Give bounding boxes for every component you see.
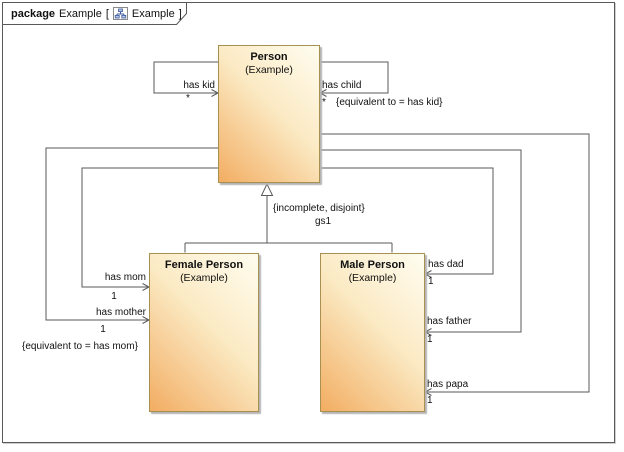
class-stereotype: (Example) [348, 272, 397, 284]
bracket-close: ] [178, 7, 182, 20]
class-title: Female Person [164, 259, 244, 271]
generalization-tree[interactable] [184, 182, 393, 253]
class-title: Person [250, 51, 288, 63]
generalization-triangle-icon [260, 182, 274, 196]
association-label-has-father[interactable]: has father [427, 316, 472, 327]
multiplicity-has-kid: * [186, 93, 190, 104]
association-has-mother-line[interactable] [45, 147, 218, 324]
package-tab[interactable]: package Example [ Example ] [11, 7, 182, 20]
class-stereotype: (Example) [180, 272, 228, 284]
class-box-person[interactable]: Person (Example) [218, 45, 320, 183]
association-has-papa-line[interactable] [320, 133, 590, 396]
package-tab-outline [3, 3, 187, 25]
class-box-female-person[interactable]: Female Person (Example) [149, 253, 259, 412]
association-label-has-kid[interactable]: has kid [183, 80, 215, 91]
association-label-has-mother[interactable]: has mother [95, 307, 146, 318]
multiplicity-has-mom: 1 [111, 291, 117, 302]
diagram-name: Example [131, 7, 175, 20]
multiplicity-has-papa: 1 [427, 395, 433, 406]
generalization-name[interactable]: gs1 [314, 216, 332, 227]
association-has-mom-line[interactable] [81, 167, 218, 291]
constraint-has-child: {equivalent to = has kid} [336, 97, 443, 108]
association-label-has-mom[interactable]: has mom [104, 272, 146, 283]
multiplicity-has-dad: 1 [428, 276, 434, 287]
generalization-constraint: {incomplete, disjoint} [273, 203, 365, 214]
class-title: Male Person [340, 259, 405, 271]
association-label-has-dad[interactable]: has dad [428, 259, 464, 270]
multiplicity-has-father: 1 [427, 334, 433, 345]
association-label-has-papa[interactable]: has papa [427, 379, 469, 390]
association-has-dad-line[interactable] [320, 167, 494, 278]
association-label-has-child[interactable]: has child [322, 80, 362, 91]
class-stereotype: (Example) [245, 64, 293, 76]
class-box-male-person[interactable]: Male Person (Example) [320, 253, 425, 412]
multiplicity-has-mother: 1 [100, 324, 106, 335]
package-name: Example [59, 7, 102, 20]
class-diagram-icon [112, 7, 128, 20]
constraint-has-mother: {equivalent to = has mom} [22, 341, 138, 352]
multiplicity-has-child: * [322, 97, 326, 108]
package-keyword: package [11, 7, 56, 20]
bracket-open: [ [105, 7, 109, 20]
association-has-father-line[interactable] [320, 149, 522, 336]
association-has-kid-line[interactable] [153, 61, 220, 97]
association-has-child-line[interactable] [318, 61, 389, 97]
